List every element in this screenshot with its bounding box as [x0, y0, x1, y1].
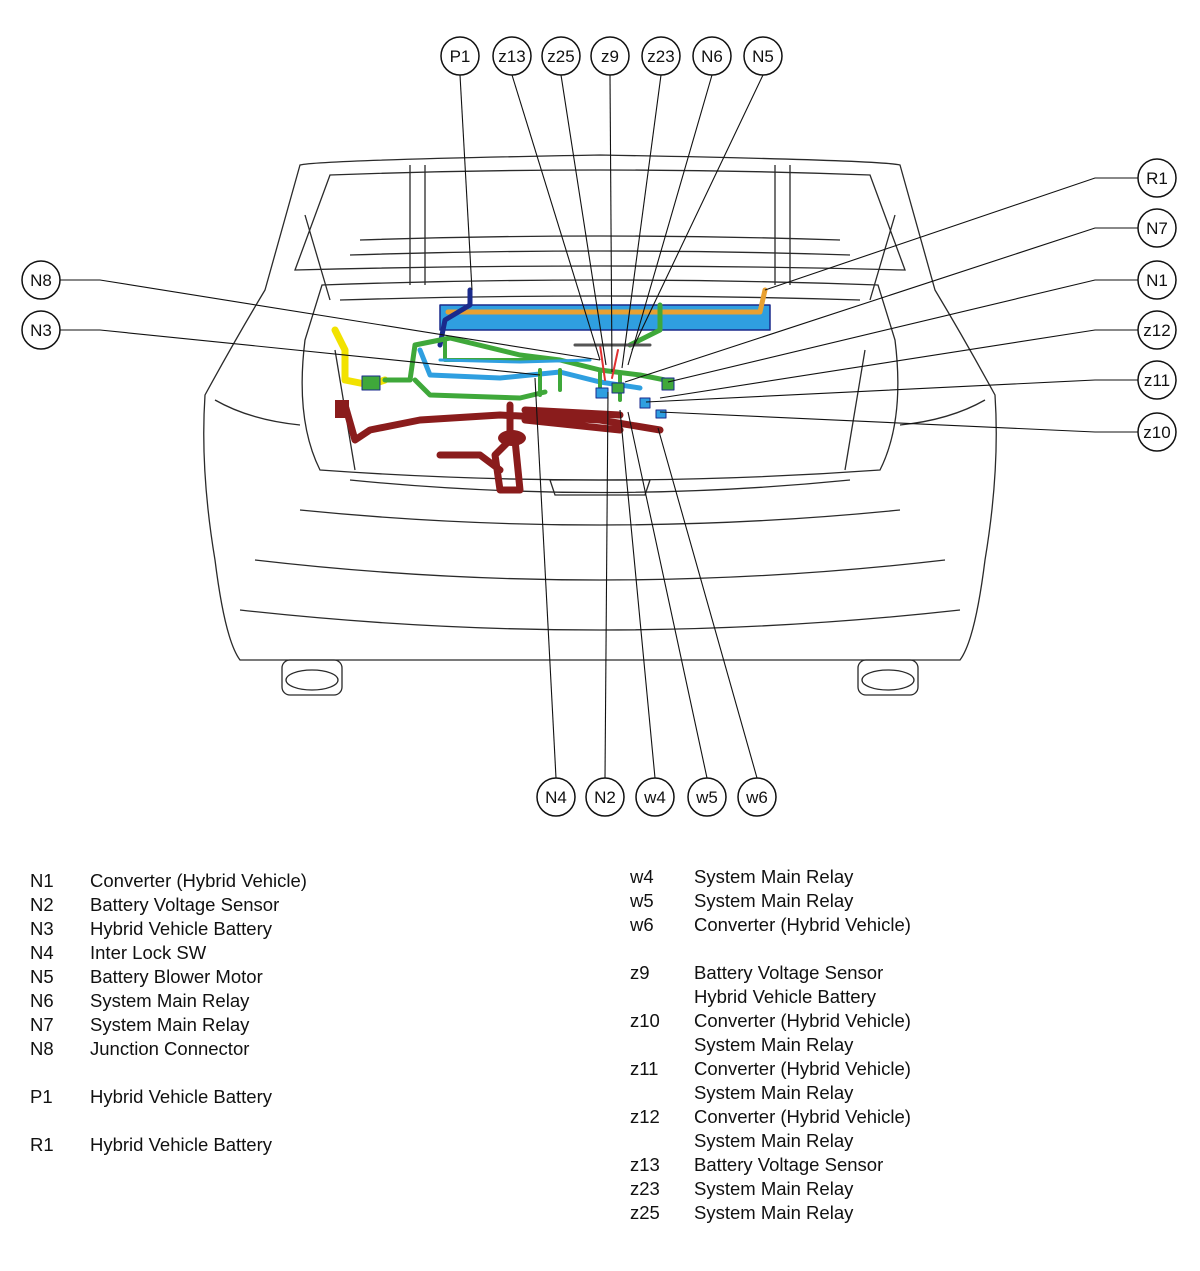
- legend-code: P1: [30, 1086, 53, 1107]
- legend-description: System Main Relay: [694, 1202, 854, 1223]
- legend-description: System Main Relay: [694, 1082, 854, 1103]
- legend-description: Inter Lock SW: [90, 942, 207, 963]
- leader-lines: [60, 74, 1138, 779]
- callout-label-r1: R1: [1146, 169, 1168, 188]
- callout-label-z23: z23: [647, 47, 674, 66]
- callout-label-z13: z13: [498, 47, 525, 66]
- legend-code: N5: [30, 966, 54, 987]
- callout-circle-n7: [1137, 208, 1177, 248]
- legend-code: N4: [30, 942, 54, 963]
- callout-label-z11: z11: [1144, 371, 1170, 390]
- legend-description: Battery Blower Motor: [90, 966, 263, 987]
- legend-code: z23: [630, 1178, 660, 1199]
- legend-code: w6: [630, 914, 654, 935]
- legend-code: N1: [30, 870, 54, 891]
- callout-circle-n5: [743, 36, 783, 76]
- callout-circle-z12: [1137, 310, 1177, 350]
- callout-label-n6: N6: [701, 47, 723, 66]
- callout-circle-n4: [536, 777, 576, 817]
- legend-description: Battery Voltage Sensor: [90, 894, 280, 915]
- legend-description: Battery Voltage Sensor: [694, 1154, 884, 1175]
- legend-description: Hybrid Vehicle Battery: [90, 918, 273, 939]
- legend-code: z25: [630, 1202, 660, 1223]
- harness-group: [331, 287, 771, 494]
- callout-circle-w6: [737, 777, 777, 817]
- callout-circle-n3: [21, 310, 61, 350]
- callout-circle-w4: [635, 777, 675, 817]
- legend-code: N7: [30, 1014, 54, 1035]
- legend-code: z9: [630, 962, 650, 983]
- legend-code: N6: [30, 990, 54, 1011]
- callout-label-z25: z25: [547, 47, 574, 66]
- callout-label-w6: w6: [745, 788, 768, 807]
- callout-circle-w5: [687, 777, 727, 817]
- callout-label-n3: N3: [30, 321, 52, 340]
- callout-label-z10: z10: [1143, 423, 1170, 442]
- callout-label-n2: N2: [594, 788, 616, 807]
- harness-navy: [437, 287, 473, 348]
- callout-label-n8: N8: [30, 271, 52, 290]
- legend-description: System Main Relay: [694, 1130, 854, 1151]
- legend-description: System Main Relay: [90, 990, 250, 1011]
- legend-code: N3: [30, 918, 54, 939]
- callout-label-z12: z12: [1143, 321, 1170, 340]
- legend-description: System Main Relay: [694, 1178, 854, 1199]
- harness-orange: [445, 287, 768, 315]
- car-outline: [203, 154, 997, 696]
- callout-label-w4: w4: [643, 788, 666, 807]
- callout-circle-n1: [1137, 260, 1177, 300]
- legend-code: N2: [30, 894, 54, 915]
- callout-circle-z25: [541, 36, 581, 76]
- callout-label-n7: N7: [1146, 219, 1168, 238]
- callout-circle-z23: [641, 36, 681, 76]
- legend-description: System Main Relay: [694, 890, 854, 911]
- legend-description: System Main Relay: [694, 866, 854, 887]
- legend-description: Hybrid Vehicle Battery: [694, 986, 877, 1007]
- legend-code: z10: [630, 1010, 660, 1031]
- legend-description: System Main Relay: [90, 1014, 250, 1035]
- legend-code: w4: [630, 866, 654, 887]
- harness-green: [382, 335, 668, 401]
- callout-label-z9: z9: [601, 47, 619, 66]
- callout-circle-z10: [1137, 412, 1177, 452]
- callout-label-n5: N5: [752, 47, 774, 66]
- legend-description: Junction Connector: [90, 1038, 250, 1059]
- callout-circle-n8: [21, 260, 61, 300]
- legend-description: Hybrid Vehicle Battery: [90, 1134, 273, 1155]
- callout-label-p1: P1: [450, 47, 471, 66]
- legend-description: Converter (Hybrid Vehicle): [694, 1058, 911, 1079]
- legend-code: R1: [30, 1134, 54, 1155]
- legend-description: Converter (Hybrid Vehicle): [694, 1106, 911, 1127]
- legend-code: z11: [630, 1058, 659, 1079]
- legend-description: Converter (Hybrid Vehicle): [694, 1010, 911, 1031]
- legend-description: Battery Voltage Sensor: [694, 962, 884, 983]
- legend-code: w5: [630, 890, 654, 911]
- callout-circle-z13: [492, 36, 532, 76]
- callout-circle-n2: [585, 777, 625, 817]
- legend-description: Converter (Hybrid Vehicle): [90, 870, 307, 891]
- callout-circle-p1: [440, 36, 480, 76]
- legend-code: z12: [630, 1106, 660, 1127]
- callout-label-n1: N1: [1146, 271, 1168, 290]
- callout-label-w5: w5: [695, 788, 718, 807]
- callout-circle-z11: [1137, 360, 1177, 400]
- legend-code: z13: [630, 1154, 660, 1175]
- battery-pack: [439, 304, 771, 331]
- harness-red: [341, 401, 664, 494]
- callout-label-n4: N4: [545, 788, 567, 807]
- callout-circle-z9: [590, 36, 630, 76]
- legend-code: N8: [30, 1038, 54, 1059]
- callout-circle-n6: [692, 36, 732, 76]
- harness-blue: [417, 347, 643, 391]
- legend-description: Converter (Hybrid Vehicle): [694, 914, 911, 935]
- legend-description: Hybrid Vehicle Battery: [90, 1086, 273, 1107]
- legend-description: System Main Relay: [694, 1034, 854, 1055]
- callout-circle-r1: [1137, 158, 1177, 198]
